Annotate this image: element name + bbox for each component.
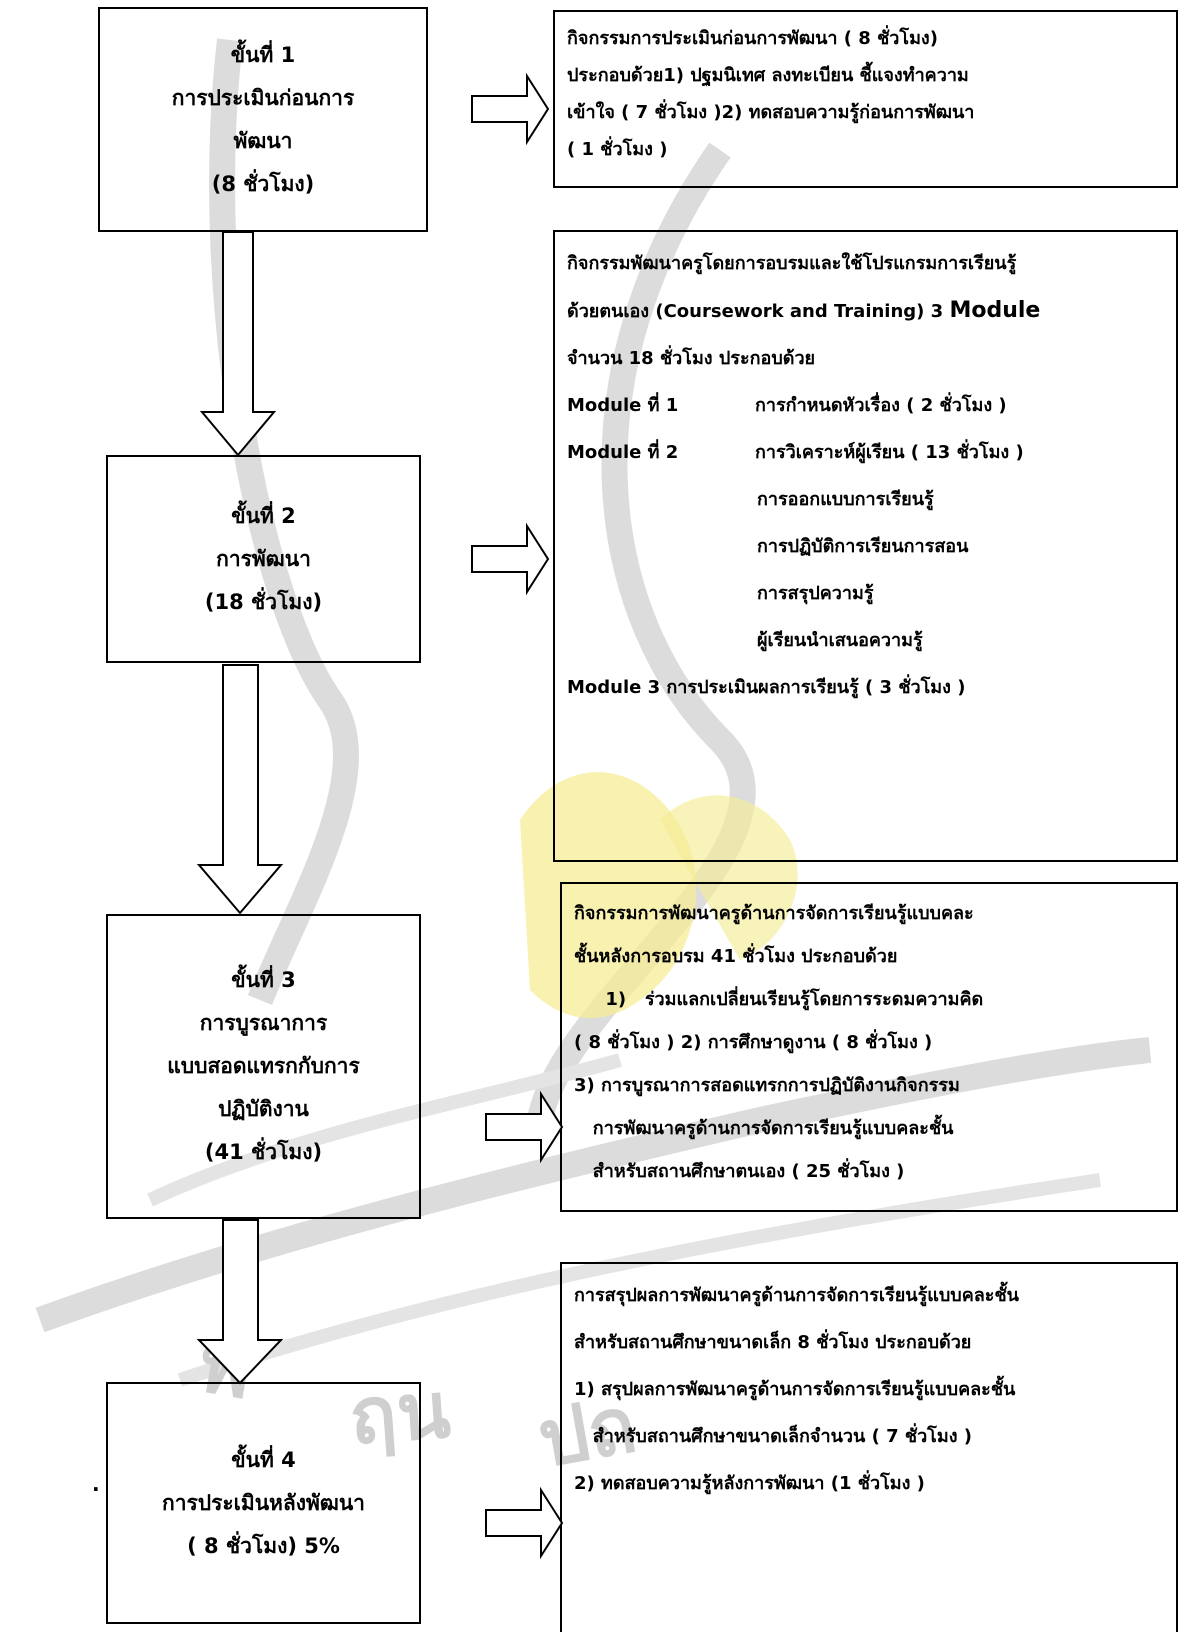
module-2-label: Module ที่ 2 — [567, 442, 679, 463]
step-4-hours: ( 8 ชั่วโมง) 5% — [187, 1533, 340, 1558]
detail-text-large: Module — [949, 298, 1041, 323]
stray-dot: . — [92, 1472, 100, 1496]
detail-box-4: การสรุปผลการพัฒนาครูด้านการจัดการเรียนรู… — [560, 1262, 1178, 1632]
detail-line: 1) ร่วมแลกเปลี่ยนเรียนรู้โดยการระดมความค… — [574, 989, 984, 1010]
detail-line: ( 8 ชั่วโมง ) 2) การศึกษาดูงาน ( 8 ชั่วโ… — [574, 1032, 933, 1053]
module-2-text: การวิเคราะห์ผู้เรียน ( 13 ชั่วโมง ) — [755, 442, 1024, 463]
step-3-line: ปฏิบัติงาน — [218, 1097, 309, 1121]
detail-line: 2) ทดสอบความรู้หลังการพัฒนา (1 ชั่วโมง ) — [574, 1473, 925, 1494]
module-1-label: Module ที่ 1 — [567, 395, 679, 416]
detail-line: การพัฒนาครูด้านการจัดการเรียนรู้แบบคละชั… — [574, 1118, 954, 1139]
detail-line: 1) สรุปผลการพัฒนาครูด้านการจัดการเรียนรู… — [574, 1379, 1016, 1400]
detail-box-1: กิจกรรมการประเมินก่อนการพัฒนา ( 8 ชั่วโม… — [553, 10, 1178, 188]
detail-box-2: กิจกรรมพัฒนาครูโดยการอบรมและใช้โปรแกรมกา… — [553, 230, 1178, 862]
detail-line: สำหรับสถานศึกษาขนาดเล็กจำนวน ( 7 ชั่วโมง… — [574, 1426, 972, 1447]
detail-text: ด้วยตนเอง (Coursework and Training) 3 — [567, 301, 950, 322]
step-4-box: ขั้นที่ 4 การประเมินหลังพัฒนา ( 8 ชั่วโม… — [106, 1382, 421, 1624]
module-1-text: การกำหนดหัวเรื่อง ( 2 ชั่วโมง ) — [755, 395, 1007, 416]
module-2-subitem: การออกแบบการเรียนรู้ — [757, 489, 934, 510]
detail-line: กิจกรรมการประเมินก่อนการพัฒนา ( 8 ชั่วโม… — [567, 28, 938, 49]
step-2-box: ขั้นที่ 2 การพัฒนา (18 ชั่วโมง) — [106, 455, 421, 663]
detail-line: เข้าใจ ( 7 ชั่วโมง )2) ทดสอบความรู้ก่อนก… — [567, 102, 975, 123]
step-2-title: ขั้นที่ 2 — [231, 503, 296, 528]
module-1-line: Module ที่ 1 การกำหนดหัวเรื่อง ( 2 ชั่วโม… — [567, 382, 1166, 429]
detail-box-3: กิจกรรมการพัฒนาครูด้านการจัดการเรียนรู้แ… — [560, 882, 1178, 1212]
step-1-title: ขั้นที่ 1 — [230, 42, 296, 67]
step-1-line: การประเมินก่อนการ — [171, 85, 355, 110]
step-2-hours: (18 ชั่วโมง) — [204, 589, 323, 614]
detail-line: 3) การบูรณาการสอดแทรกการปฏิบัติงานกิจกรร… — [574, 1075, 960, 1096]
step-1-line: พัฒนา — [233, 128, 293, 153]
right-arrow-3 — [485, 1090, 564, 1164]
module-2-line: Module ที่ 2 การวิเคราะห์ผู้เรียน ( 13 ชั… — [567, 429, 1166, 476]
svg-text:ปถ: ปถ — [532, 1379, 643, 1485]
module-2-subitem: การปฏิบัติการเรียนการสอน — [757, 536, 969, 557]
right-arrow-4 — [485, 1486, 564, 1560]
right-arrow-1 — [471, 72, 550, 146]
down-arrow-3-4 — [196, 1219, 284, 1385]
module-2-subitem: ผู้เรียนนำเสนอความรู้ — [757, 630, 923, 651]
svg-text:ฤน: ฤน — [346, 1365, 453, 1463]
right-arrow-2 — [471, 522, 550, 596]
module-3-line: Module 3 การประเมินผลการเรียนรู้ ( 3 ชั่… — [567, 677, 966, 698]
detail-line: จำนวน 18 ชั่วโมง ประกอบด้วย — [567, 348, 816, 369]
step-3-line: แบบสอดแทรกกับการ — [167, 1054, 360, 1078]
detail-line: สำหรับสถานศึกษาตนเอง ( 25 ชั่วโมง ) — [574, 1161, 905, 1182]
step-1-box: ขั้นที่ 1 การประเมินก่อนการ พัฒนา (8 ชั่… — [98, 7, 428, 232]
detail-line: สำหรับสถานศึกษาขนาดเล็ก 8 ชั่วโมง ประกอบ… — [574, 1332, 972, 1353]
detail-line: ด้วยตนเอง (Coursework and Training) 3 Mo… — [567, 287, 1166, 335]
detail-line: กิจกรรมการพัฒนาครูด้านการจัดการเรียนรู้แ… — [574, 903, 974, 924]
step-3-title: ขั้นที่ 3 — [231, 968, 296, 992]
step-3-line: การบูรณาการ — [199, 1011, 328, 1035]
step-4-line: การประเมินหลังพัฒนา — [162, 1490, 365, 1515]
step-3-box: ขั้นที่ 3 การบูรณาการ แบบสอดแทรกกับการ ป… — [106, 914, 421, 1219]
down-arrow-1-2 — [199, 231, 277, 457]
detail-line: ชั้นหลังการอบรม 41 ชั่วโมง ประกอบด้วย — [574, 946, 898, 967]
detail-line: ( 1 ชั่วโมง ) — [567, 139, 668, 160]
step-1-hours: (8 ชั่วโมง) — [211, 171, 315, 196]
step-4-title: ขั้นที่ 4 — [231, 1447, 296, 1472]
detail-line: กิจกรรมพัฒนาครูโดยการอบรมและใช้โปรแกรมกา… — [567, 253, 1017, 274]
detail-line: การสรุปผลการพัฒนาครูด้านการจัดการเรียนรู… — [574, 1285, 1019, 1306]
module-2-subitem: การสรุปความรู้ — [757, 583, 874, 604]
step-3-hours: (41 ชั่วโมง) — [204, 1140, 323, 1164]
step-2-line: การพัฒนา — [216, 546, 311, 571]
detail-line: ประกอบด้วย1) ปฐมนิเทศ ลงทะเบียน ชี้แจงทำ… — [567, 65, 969, 86]
down-arrow-2-3 — [196, 664, 284, 915]
